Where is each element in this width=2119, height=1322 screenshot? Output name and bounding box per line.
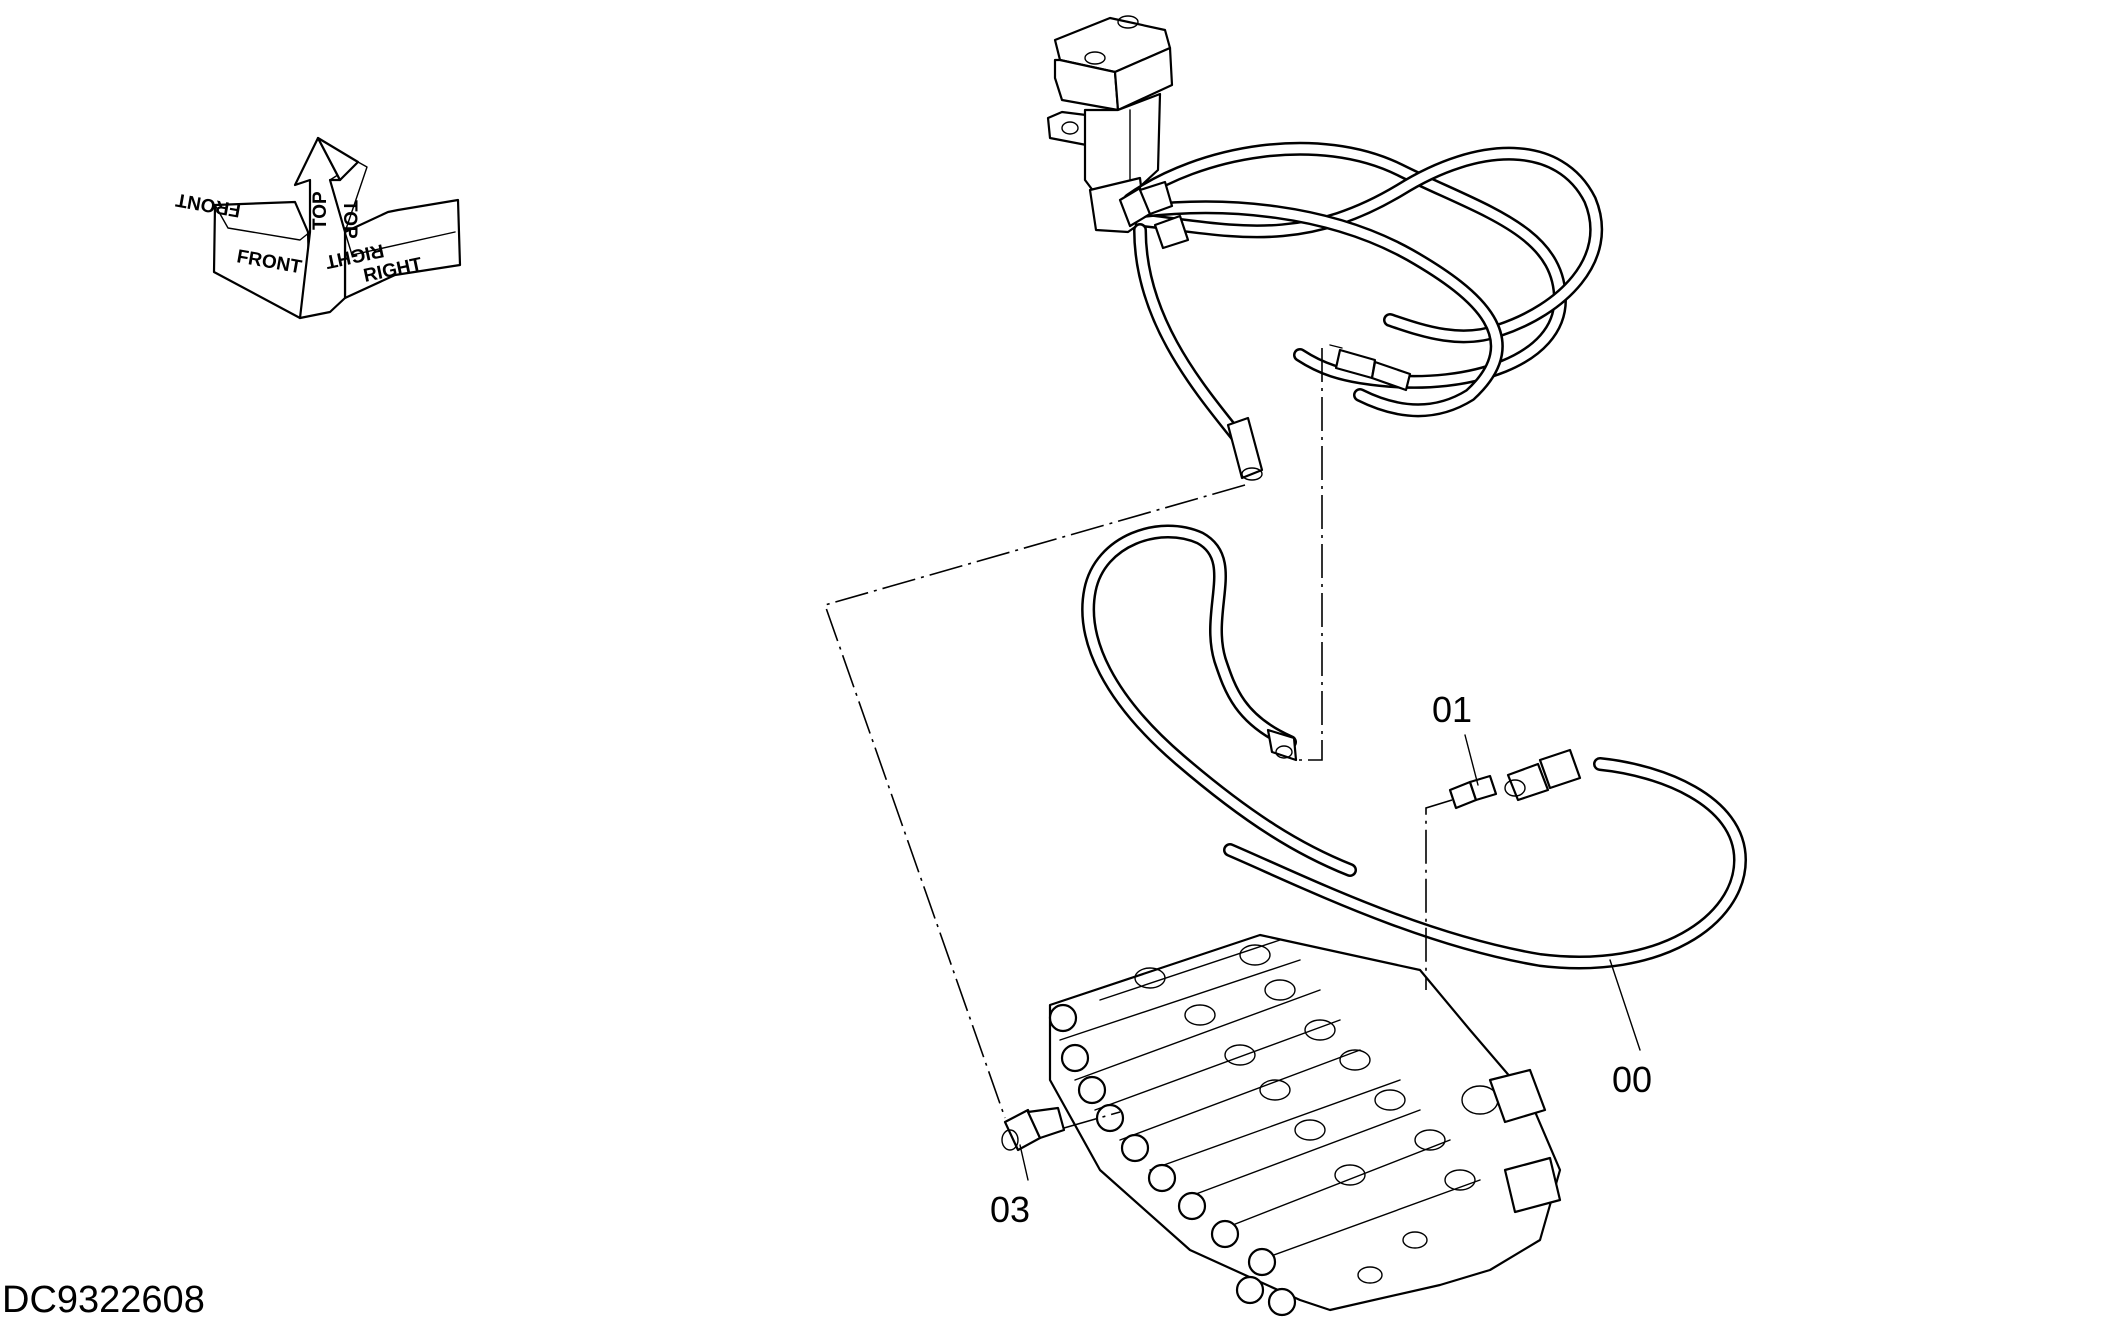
orientation-top-label: TOP [310, 191, 331, 230]
hose-loop-bundle [1118, 141, 1603, 481]
callout-03: 03 [990, 1189, 1030, 1230]
pilot-valve-body [1046, 15, 1174, 234]
callout-01: 01 [1432, 689, 1472, 730]
control-valve-assembly [1048, 933, 1562, 1317]
orientation-front-label-mirror: FRONT [174, 189, 242, 221]
orientation-symbol: FRONT FRONT TOP TOP RIGHT RIGHT [174, 136, 462, 320]
spool-caps [1048, 1003, 1297, 1317]
drawing-code: DC9322608 [2, 1279, 205, 1321]
hose-end-fitting-upper [1226, 416, 1264, 481]
hose-end-fitting-right [1329, 344, 1412, 392]
valve-ports [1134, 944, 1499, 1284]
valve-fittings [1118, 180, 1190, 250]
leader-lines [823, 348, 1453, 1129]
elbow-03 [1001, 1106, 1066, 1181]
orientation-top-label-mirror: TOP [339, 200, 360, 239]
hose-middle [1081, 524, 1357, 877]
adapter-01 [1448, 734, 1498, 810]
hose-00 [1223, 748, 1747, 1051]
callout-00: 00 [1612, 1059, 1652, 1100]
